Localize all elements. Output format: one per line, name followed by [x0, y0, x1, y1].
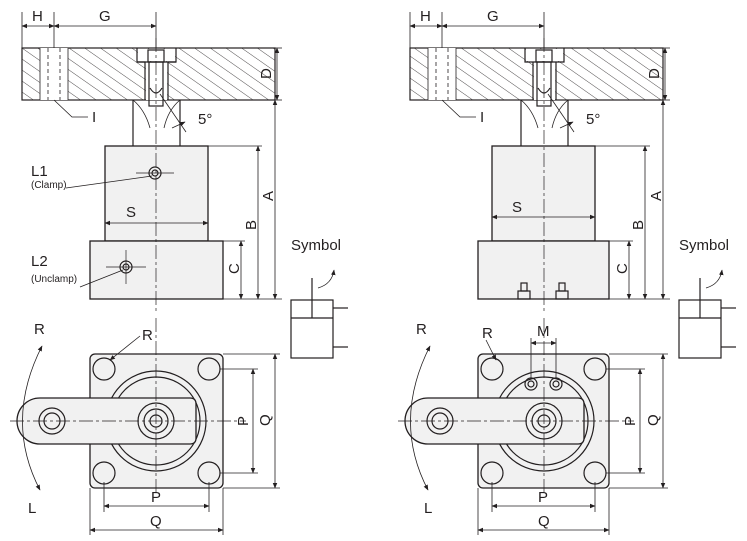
- left-cylinder-body: [104, 145, 209, 242]
- right-side-view: S H G D A B C I 5° Symbol: [409, 8, 736, 359]
- left-port-L2: L2: [31, 253, 48, 270]
- right-cylinder-body: [491, 145, 596, 242]
- left-radius-R: R: [142, 327, 153, 344]
- left-port-L1-clamp: (Clamp): [31, 180, 67, 191]
- right-dim-P-h: P: [538, 489, 548, 506]
- right-dim-C: C: [614, 263, 631, 274]
- left-dim-P-v: P: [235, 416, 252, 426]
- left-rotate-L: L: [28, 500, 36, 517]
- right-dim-G: G: [487, 8, 499, 25]
- left-dim-C: C: [226, 263, 243, 274]
- left-base-flange: [89, 240, 224, 300]
- left-angle-5deg: 5°: [198, 111, 212, 128]
- right-dim-B: B: [630, 220, 647, 230]
- right-dim-Q-h: Q: [538, 513, 550, 530]
- left-dim-S: S: [126, 204, 136, 221]
- left-port-L2-unclamp: (Unclamp): [31, 274, 77, 285]
- right-rotate-R: R: [416, 321, 427, 338]
- left-port-L1: L1: [31, 163, 48, 180]
- left-side-view: S H G D A B C I 5° L1 (Clamp) L2 (Unc: [21, 8, 348, 359]
- right-dim-I: I: [480, 109, 484, 126]
- left-rotate-R: R: [34, 321, 45, 338]
- left-dim-P-h: P: [151, 489, 161, 506]
- right-dim-A: A: [648, 191, 665, 201]
- left-dim-Q-v: Q: [257, 414, 274, 426]
- left-dim-G: G: [99, 8, 111, 25]
- right-dim-Q-v: Q: [645, 414, 662, 426]
- right-rotate-L: L: [424, 500, 432, 517]
- right-dim-H: H: [420, 8, 431, 25]
- left-dim-B: B: [243, 220, 260, 230]
- right-dim-M: M: [537, 323, 550, 340]
- left-top-view: R L R P Q P Q: [10, 318, 280, 535]
- left-symbol-label: Symbol: [291, 237, 341, 254]
- right-dim-D: D: [646, 68, 663, 79]
- right-dim-S: S: [512, 199, 522, 216]
- right-top-view: M R L R P Q P Q: [398, 318, 668, 535]
- right-dim-P-v: P: [622, 416, 639, 426]
- left-dim-A: A: [260, 191, 277, 201]
- right-angle-5deg: 5°: [586, 111, 600, 128]
- right-symbol-label: Symbol: [679, 237, 729, 254]
- left-dim-Q-h: Q: [150, 513, 162, 530]
- left-dim-I: I: [92, 109, 96, 126]
- right-base-flange: [477, 240, 610, 300]
- right-radius-R: R: [482, 325, 493, 342]
- left-dim-H: H: [32, 8, 43, 25]
- left-dim-D: D: [258, 68, 275, 79]
